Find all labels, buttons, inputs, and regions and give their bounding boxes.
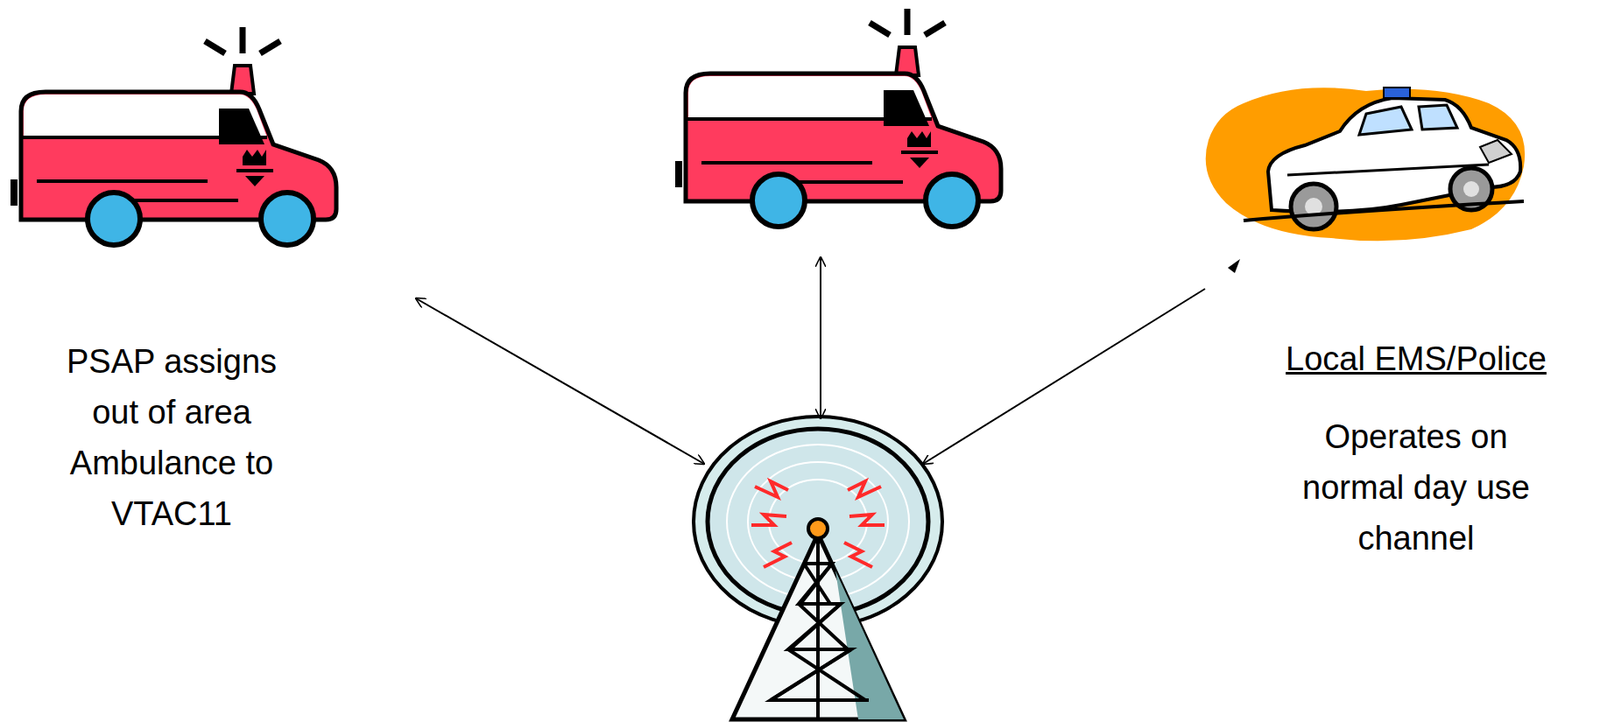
note-text: Operates on normal day use channel [1293, 411, 1539, 564]
arrow [415, 257, 1206, 465]
police-car-icon [1205, 87, 1525, 241]
heading-text: Local EMS/Police [1285, 333, 1547, 385]
arrowhead [1227, 259, 1241, 274]
note-text: PSAP assigns out of area Ambulance to VT… [40, 336, 304, 540]
ambulance-icon [675, 8, 1001, 227]
radio-tower-icon [693, 416, 943, 720]
ambulance-icon [10, 27, 337, 246]
